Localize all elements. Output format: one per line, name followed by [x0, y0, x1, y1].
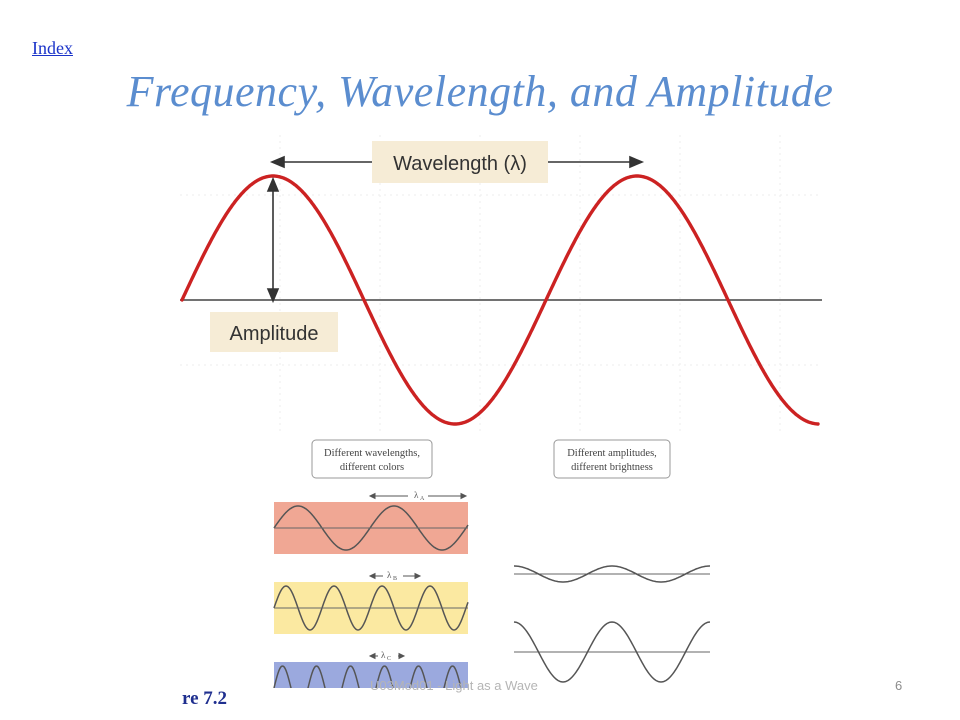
index-link[interactable]: Index — [32, 38, 73, 58]
amplitude-arrow — [266, 176, 280, 304]
wave-high-amplitude — [513, 621, 710, 683]
slide-title: Frequency, Wavelength, and Amplitude — [126, 67, 834, 116]
footer-text: U03Mod01 - Light as a Wave — [370, 678, 538, 693]
figure-label: re 7.2 — [182, 688, 228, 709]
amplitude-caption-box: Different amplitudes, different brightne… — [553, 439, 671, 479]
main-wave-curve — [180, 174, 820, 426]
amplitude-label-box: Amplitude — [210, 312, 338, 352]
lambda-c-marker: λ C — [368, 650, 406, 662]
amplitude-label: Amplitude — [230, 323, 319, 345]
band-blue — [274, 662, 468, 688]
svg-text:different colors: different colors — [340, 462, 404, 473]
svg-text:λ: λ — [381, 650, 386, 660]
lambda-a-marker: λ A — [368, 490, 468, 502]
wavelength-caption-box: Different wavelengths, different colors — [311, 439, 433, 479]
svg-text:A: A — [420, 496, 425, 502]
svg-text:Different amplitudes,: Different amplitudes, — [567, 448, 657, 459]
wave-diagram: Wavelength (λ) Amplitude — [180, 135, 822, 435]
wave-medium — [273, 585, 469, 631]
svg-text:λ: λ — [387, 570, 392, 580]
wave-long — [273, 505, 469, 551]
slide-number: 6 — [895, 678, 903, 693]
background-grid — [180, 135, 822, 435]
comparison-diagram: Different wavelengths, different colors … — [273, 439, 710, 688]
wave-low-amplitude — [514, 565, 710, 583]
lambda-b-marker: λ B — [368, 570, 422, 582]
svg-text:different brightness: different brightness — [571, 462, 653, 473]
wavelength-label: Wavelength (λ) — [393, 153, 527, 175]
svg-text:λ: λ — [414, 490, 419, 500]
wavelength-label-box: Wavelength (λ) — [372, 141, 548, 183]
svg-text:Different wavelengths,: Different wavelengths, — [324, 448, 420, 459]
svg-text:B: B — [393, 576, 397, 582]
svg-text:C: C — [387, 656, 391, 662]
